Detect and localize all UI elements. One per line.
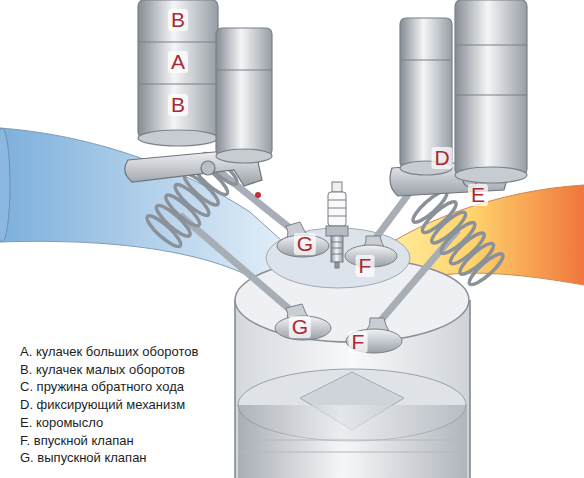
part-letter: A bbox=[168, 51, 188, 73]
rocker-arm bbox=[201, 161, 215, 175]
part-letter: G bbox=[289, 316, 311, 338]
camshaft bbox=[138, 130, 218, 146]
part-letter: D bbox=[431, 147, 452, 169]
camshaft bbox=[216, 69, 272, 70]
spark-plug bbox=[331, 254, 343, 255]
legend-line: D. фиксирующий механизм bbox=[18, 397, 187, 413]
camshaft bbox=[138, 83, 218, 84]
camshaft bbox=[138, 41, 218, 42]
part-letter: F bbox=[349, 331, 368, 353]
part-letter: B bbox=[168, 94, 188, 116]
legend-line: C. пружина обратного хода bbox=[18, 379, 186, 395]
spark-plug bbox=[331, 236, 343, 262]
legend-line: F. впускной клапан bbox=[18, 433, 136, 449]
spark-plug bbox=[328, 192, 346, 226]
camshaft bbox=[400, 18, 452, 168]
cylinder bbox=[238, 405, 467, 478]
spark-plug bbox=[335, 262, 339, 268]
return-spring bbox=[410, 188, 507, 289]
legend-line: A. кулачек больших оборотов bbox=[18, 344, 200, 360]
legend-line: B. кулачек малых оборотов bbox=[18, 362, 187, 378]
spark-plug bbox=[331, 248, 343, 249]
combustion-chamber bbox=[266, 228, 410, 288]
cylinder bbox=[238, 452, 467, 453]
valves bbox=[275, 316, 331, 340]
legend-line: G. выпускной клапан bbox=[18, 450, 149, 466]
valves bbox=[180, 215, 295, 314]
spark-plug bbox=[328, 208, 346, 209]
return-spring bbox=[466, 250, 507, 288]
spark-plug bbox=[328, 216, 346, 217]
spark-plug bbox=[328, 200, 346, 201]
camshaft bbox=[400, 59, 452, 60]
camshaft bbox=[455, 167, 527, 183]
cylinder bbox=[238, 440, 467, 441]
intake-port bbox=[0, 128, 10, 242]
cylinder bbox=[469, 300, 471, 478]
spark-plug bbox=[326, 226, 348, 236]
part-letter: F bbox=[356, 255, 375, 277]
spark-plug bbox=[326, 182, 348, 268]
spark-plug bbox=[332, 182, 342, 192]
spark-plug bbox=[331, 242, 343, 243]
part-letter: E bbox=[468, 184, 488, 206]
part-letter: G bbox=[294, 233, 316, 255]
intake-port bbox=[0, 128, 292, 292]
camshaft bbox=[455, 94, 527, 95]
rocker-arm bbox=[255, 192, 261, 198]
camshaft bbox=[216, 28, 272, 156]
camshaft bbox=[455, 0, 527, 175]
combustion-chamber bbox=[266, 228, 410, 288]
valves bbox=[346, 329, 402, 353]
cylinder bbox=[234, 300, 236, 478]
legend-line: E. коромысло bbox=[18, 415, 105, 431]
camshaft bbox=[138, 0, 527, 183]
camshaft bbox=[455, 44, 527, 45]
part-letter: B bbox=[168, 9, 188, 31]
camshaft bbox=[216, 149, 272, 163]
camshaft bbox=[138, 0, 218, 138]
intake-port bbox=[0, 128, 292, 292]
